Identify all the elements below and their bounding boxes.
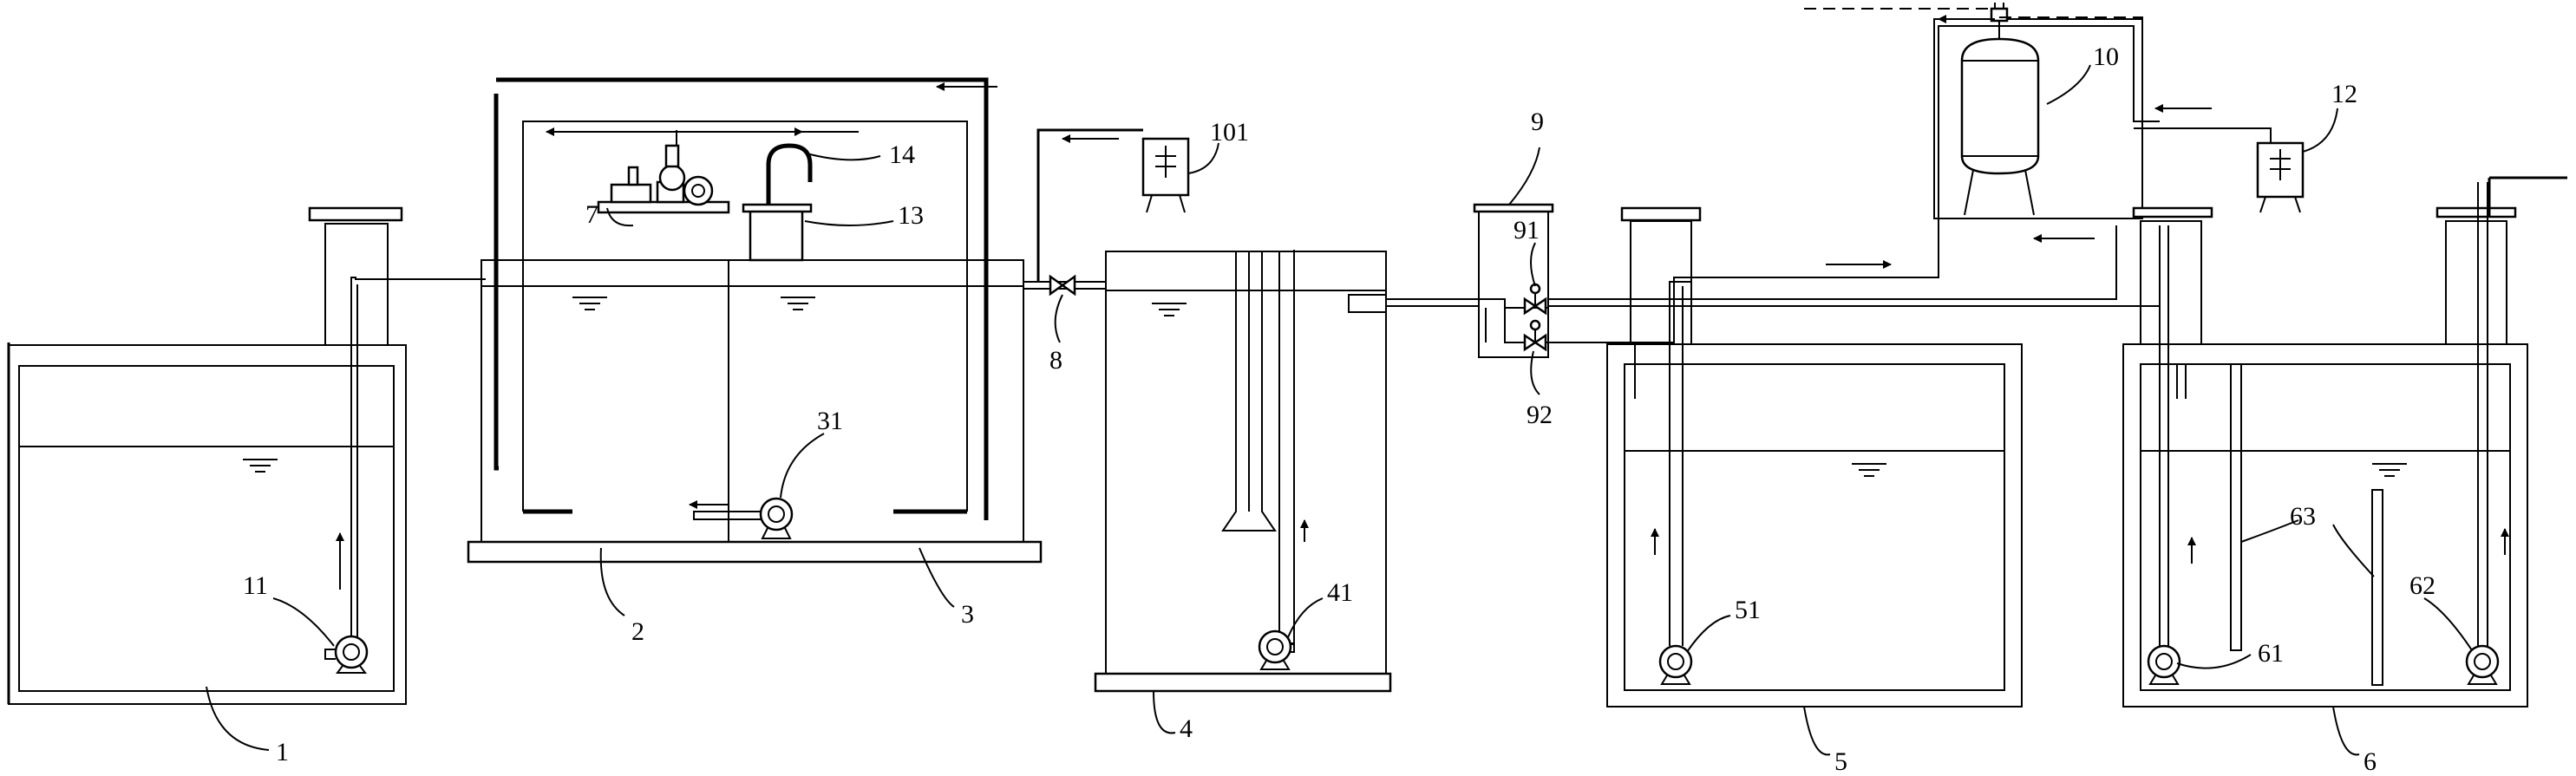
label-63: 63 <box>2290 502 2316 531</box>
water-level-icon <box>243 459 278 473</box>
label-1: 1 <box>276 738 289 766</box>
pipe-to-tank-6 <box>1548 295 1675 343</box>
leader-2 <box>599 547 625 616</box>
pipe-62-riser <box>2477 182 2488 646</box>
label-91: 91 <box>1514 216 1540 245</box>
leader-41 <box>1287 597 1324 638</box>
pump-31-icon <box>693 497 794 539</box>
label-10: 10 <box>2093 42 2119 71</box>
label-7: 7 <box>585 200 598 229</box>
doser-12-icon <box>2256 141 2305 213</box>
water-level-icon <box>572 297 607 310</box>
pipe-11-riser <box>350 277 486 637</box>
label-12: 12 <box>2331 80 2357 108</box>
pump-51-icon <box>1658 644 1693 685</box>
tank-4 <box>1094 251 1392 693</box>
pump-62-icon <box>2465 644 2500 685</box>
label-2: 2 <box>631 617 644 646</box>
valve-91-icon <box>1523 283 1547 316</box>
leader-51 <box>1686 615 1731 653</box>
label-9: 9 <box>1531 108 1544 136</box>
label-14: 14 <box>889 140 915 169</box>
label-41: 41 <box>1327 578 1353 607</box>
valve-92-icon <box>1523 319 1547 352</box>
pump-11-icon <box>324 635 369 674</box>
label-6: 6 <box>2364 747 2377 776</box>
label-92: 92 <box>1527 401 1553 429</box>
label-51: 51 <box>1735 596 1761 624</box>
leader-91 <box>1530 242 1536 287</box>
tank-6 <box>2122 176 2567 708</box>
label-62: 62 <box>2409 571 2435 600</box>
label-4: 4 <box>1180 714 1193 743</box>
pipe-to-valve-box <box>1386 298 1479 307</box>
leader-92 <box>1530 350 1540 395</box>
leader-9 <box>1508 147 1540 205</box>
leader-63a <box>2240 519 2299 543</box>
doser-101-icon <box>1141 137 1190 213</box>
water-level-icon <box>1152 303 1187 316</box>
label-3: 3 <box>961 600 974 629</box>
dosing-line-101 <box>1036 128 1143 282</box>
pump-61-icon <box>2147 644 2181 685</box>
leader-62 <box>2423 597 2473 651</box>
leader-12 <box>2302 108 2338 153</box>
label-31: 31 <box>817 407 843 435</box>
water-level-icon <box>781 297 815 310</box>
tank-5 <box>1606 206 2023 708</box>
leader-101 <box>1187 142 1219 174</box>
label-13: 13 <box>898 201 924 230</box>
leader-4 <box>1153 690 1176 734</box>
leader-61 <box>2176 654 2252 669</box>
label-11: 11 <box>243 571 268 600</box>
dosing-line-12 <box>2134 127 2272 143</box>
leader-6 <box>2332 706 2360 756</box>
leader-10 <box>2046 64 2091 105</box>
pressure-tank-10 <box>1933 3 2143 219</box>
label-61: 61 <box>2258 639 2284 668</box>
water-level-icon <box>1852 463 1886 477</box>
leader-11 <box>272 597 335 647</box>
pipe-to-tank-5 <box>1548 225 2160 307</box>
water-level-icon <box>2372 463 2407 477</box>
label-8: 8 <box>1049 346 1062 375</box>
leader-5 <box>1803 706 1831 756</box>
tank-2-3 <box>467 77 1043 564</box>
label-5: 5 <box>1834 747 1847 776</box>
label-101: 101 <box>1210 118 1249 147</box>
leader-31 <box>780 433 825 499</box>
leader-7 <box>606 207 634 227</box>
tank-1 <box>7 206 407 705</box>
valve-8-icon <box>1049 274 1076 297</box>
pipe-51-riser <box>1669 281 1691 646</box>
exhaust-line <box>1804 8 2143 19</box>
pipe-61-riser <box>2159 225 2169 646</box>
leader-8 <box>1054 294 1063 343</box>
pipe-41-riser <box>1278 250 1295 644</box>
pipe-to-pressure-tank <box>1673 25 2160 299</box>
leader-63b <box>2332 524 2375 577</box>
leader-13 <box>804 220 894 226</box>
leader-14 <box>806 153 881 161</box>
leader-3 <box>919 547 955 608</box>
leader-1 <box>206 686 270 751</box>
blower-7-icon <box>597 144 730 214</box>
pump-41-icon <box>1258 629 1295 670</box>
